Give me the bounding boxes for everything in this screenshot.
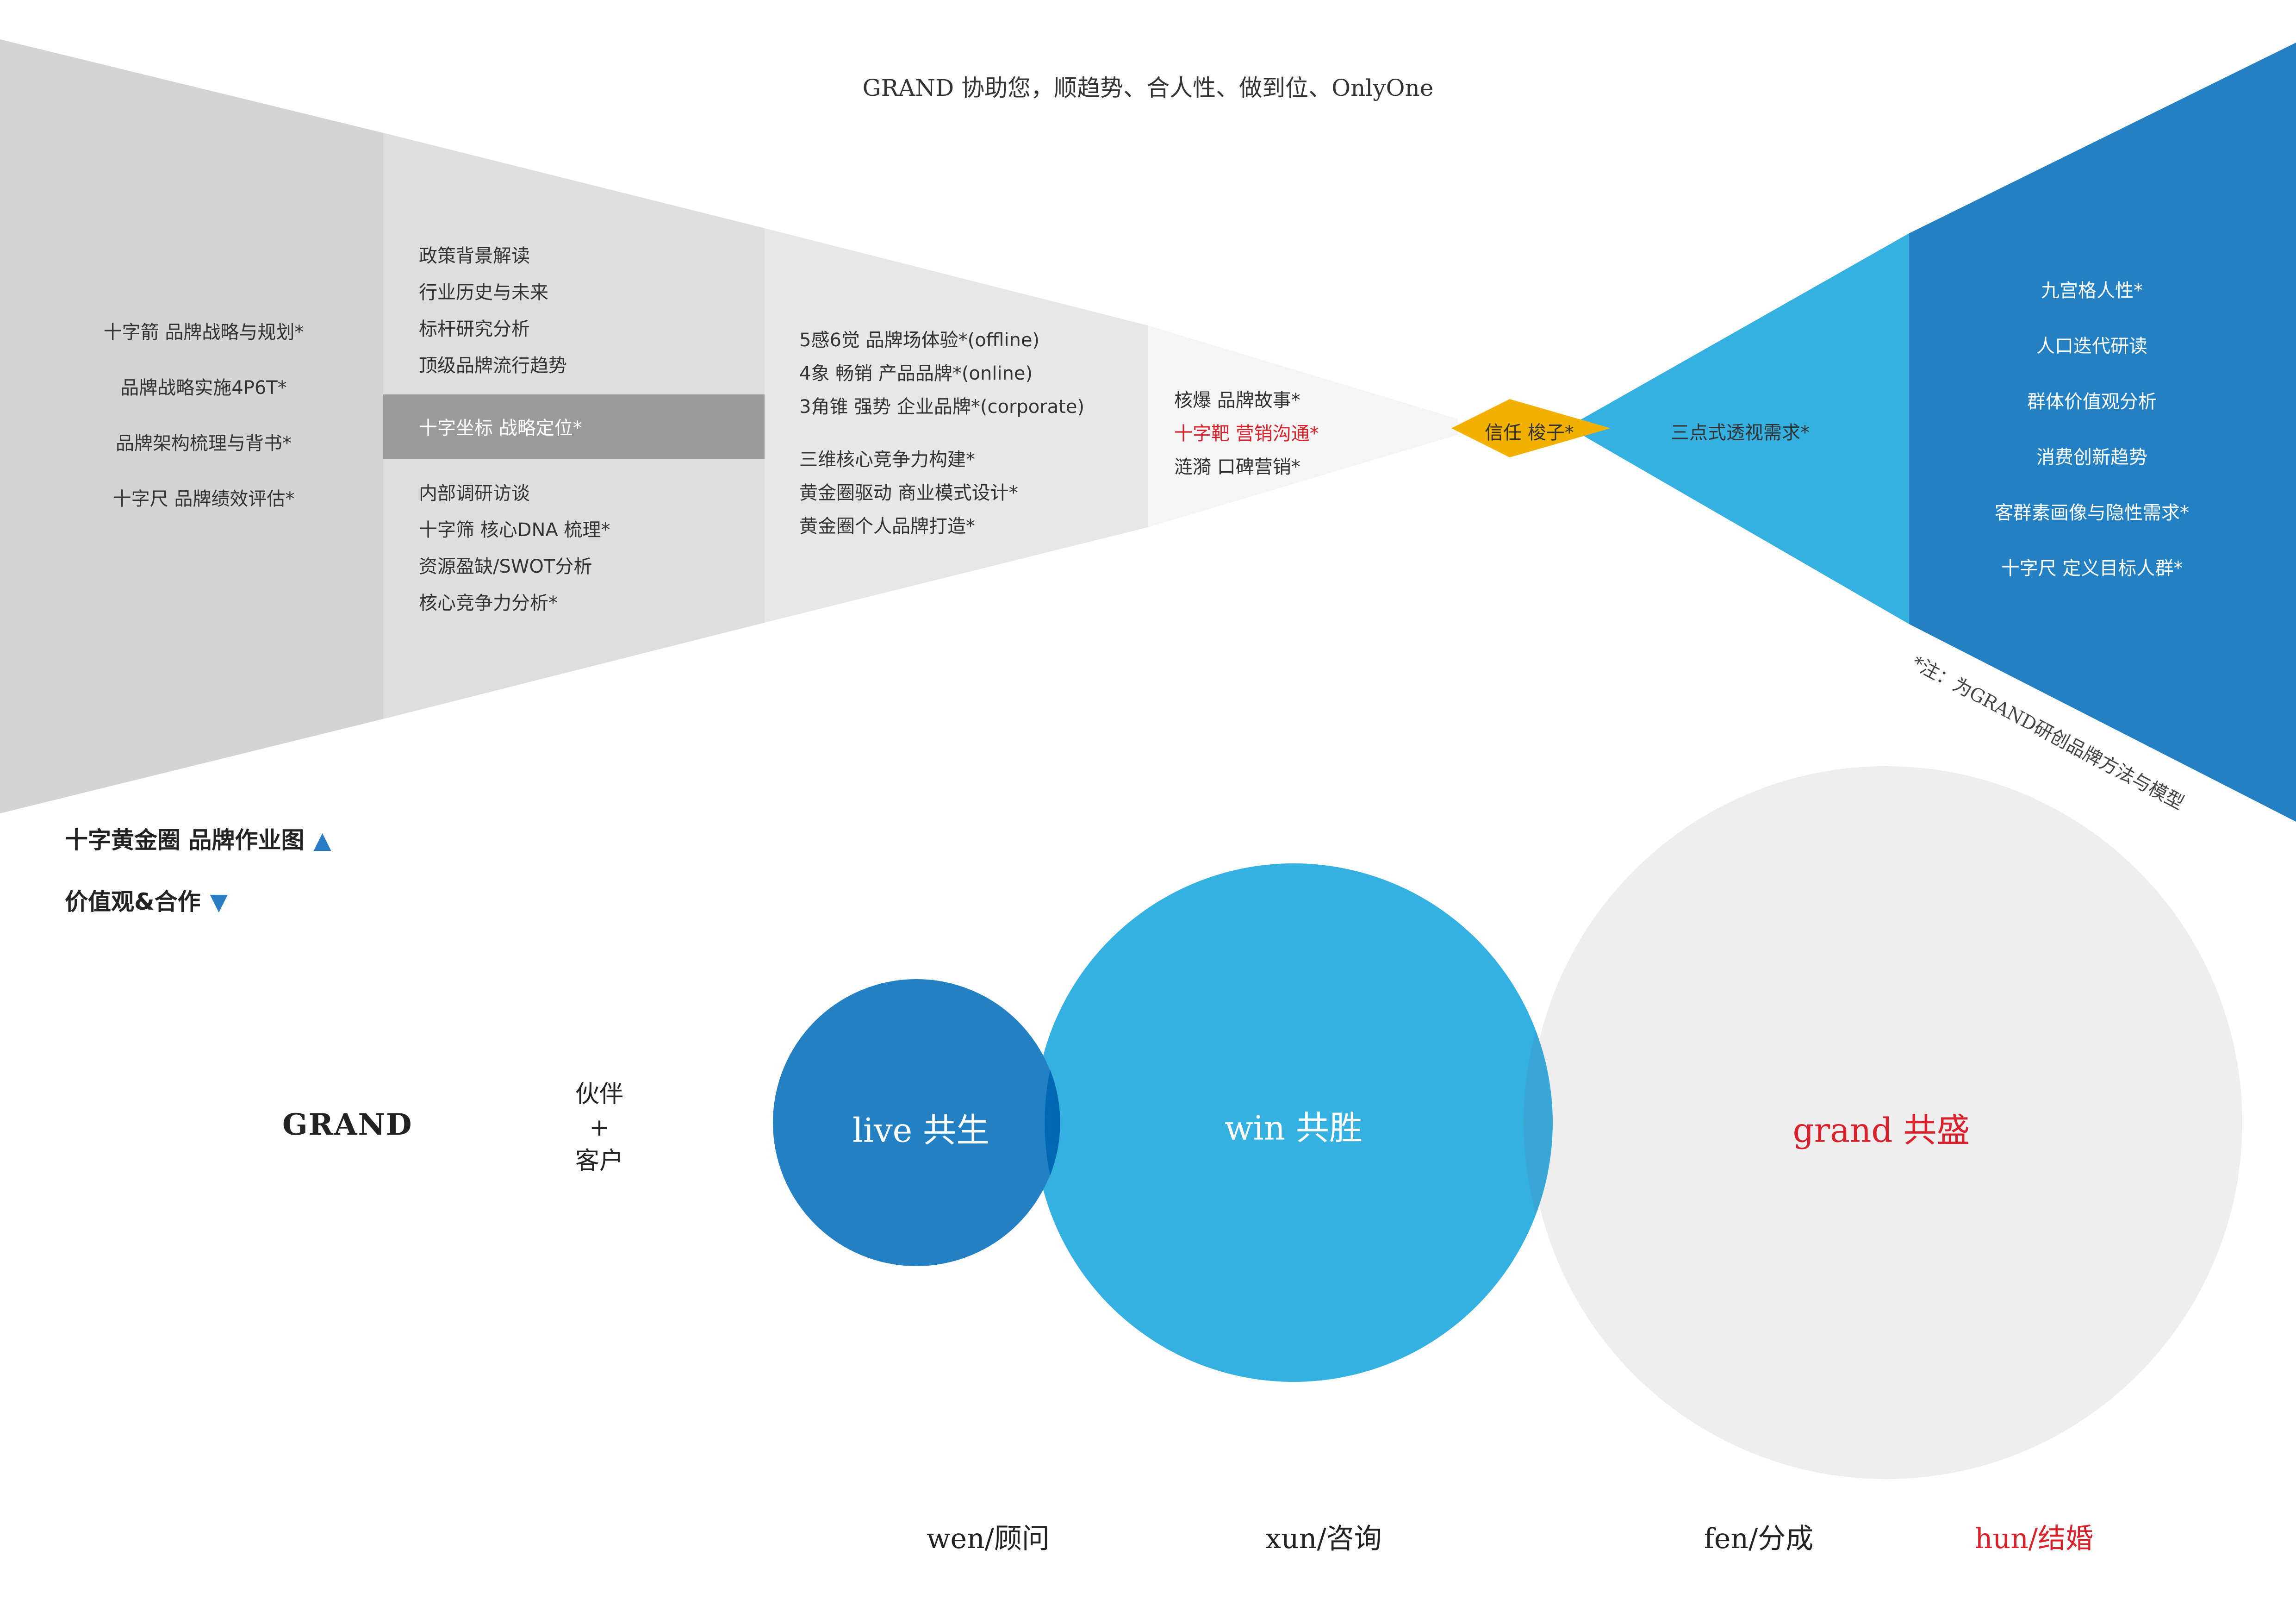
section-label-top: 十字黄金圈 品牌作业图 ▲ bbox=[65, 822, 331, 855]
three-point-needs: 三点式透视需求* bbox=[1671, 422, 1810, 443]
research-item: 资源盈缺/SWOT分析 bbox=[419, 556, 592, 577]
research-item: 政策背景解读 bbox=[419, 245, 530, 267]
brand-item: 4象 畅销 产品品牌*(online) bbox=[799, 363, 1033, 384]
funnel-band-3 bbox=[765, 228, 1148, 623]
bottom-label-hun: hun/结婚 bbox=[1974, 1523, 2094, 1555]
funnel-column-research: 政策背景解读 行业历史与未来 标杆研究分析 顶级品牌流行趋势 十字坐标 战略定位… bbox=[419, 241, 743, 614]
audience-item: 九宫格人性* bbox=[2041, 280, 2143, 301]
partner-client-stack: 伙伴 + 客户 bbox=[544, 1078, 655, 1178]
circle-live-label: live 共生 bbox=[852, 1111, 990, 1150]
section-label-bottom: 价值观&合作 ▼ bbox=[65, 883, 228, 917]
brand-item: 3角锥 强势 企业品牌*(corporate) bbox=[799, 396, 1085, 418]
audience-item: 群体价值观分析 bbox=[2027, 391, 2157, 412]
section-label-top-text: 十字黄金圈 品牌作业图 bbox=[65, 827, 305, 854]
bottom-label-xun: xun/咨询 bbox=[1265, 1523, 1382, 1555]
positioning-highlight: 十字坐标 战略定位* bbox=[419, 418, 582, 439]
brand-item: 黄金圈驱动 商业模式设计* bbox=[799, 482, 1018, 504]
overlap-win-grand bbox=[1524, 1031, 1552, 1214]
circle-grand bbox=[1530, 766, 2242, 1479]
audience-item: 客群素画像与隐性需求* bbox=[1995, 502, 2189, 524]
audience-item: 消费创新趋势 bbox=[2036, 447, 2147, 468]
funnel-band-1 bbox=[0, 39, 383, 813]
circle-win-label: win 共胜 bbox=[1225, 1108, 1363, 1148]
research-item: 十字筛 核心DNA 梳理* bbox=[419, 519, 610, 541]
bottom-label-fen: fen/分成 bbox=[1704, 1523, 1814, 1555]
partner-line: 伙伴 bbox=[575, 1081, 623, 1108]
bottom-label-wen: wen/顾问 bbox=[927, 1523, 1050, 1555]
marketing-item: 涟漪 口碑营销* bbox=[1174, 456, 1300, 478]
funnel-column-brand: 5感6觉 品牌场体验*(offline) 4象 畅销 产品品牌*(online)… bbox=[799, 325, 1132, 538]
triangle-up-icon: ▲ bbox=[313, 827, 331, 854]
grand-logo: GRAND bbox=[282, 1107, 413, 1142]
tagline: GRAND 协助您，顺趋势、合人性、做到位、OnlyOne bbox=[862, 75, 1434, 101]
research-item: 顶级品牌流行趋势 bbox=[419, 355, 567, 376]
research-item: 核心竞争力分析* bbox=[419, 593, 558, 614]
marketing-item: 核爆 品牌故事* bbox=[1174, 390, 1300, 411]
strategy-item: 品牌战略实施4P6T* bbox=[120, 377, 287, 399]
circle-live bbox=[773, 979, 1060, 1266]
funnel-band-4 bbox=[1148, 325, 1458, 527]
research-item: 标杆研究分析 bbox=[419, 319, 530, 340]
partner-line: 客户 bbox=[575, 1147, 623, 1175]
section-label-bottom-text: 价值观&合作 bbox=[65, 888, 201, 915]
audience-item: 人口迭代研读 bbox=[2036, 336, 2147, 357]
funnel-highlight-bar bbox=[383, 394, 765, 459]
strategy-item: 十字尺 品牌绩效评估* bbox=[112, 488, 295, 510]
trust-diamond-label: 信任 梭子* bbox=[1485, 422, 1574, 443]
circle-win bbox=[1034, 863, 1553, 1382]
brand-item: 三维核心竞争力构建* bbox=[799, 449, 975, 470]
funnel-column-strategy: 十字箭 品牌战略与规划* 品牌战略实施4P6T* 品牌架构梳理与背书* 十字尺 … bbox=[56, 317, 352, 521]
research-item: 内部调研访谈 bbox=[419, 483, 530, 504]
circle-grand-label: grand 共盛 bbox=[1792, 1111, 1970, 1150]
triangle-down-icon: ▼ bbox=[210, 888, 228, 915]
funnel-blue-band bbox=[1909, 43, 2296, 822]
audience-item: 十字尺 定义目标人群* bbox=[2001, 558, 2183, 579]
research-item: 行业历史与未来 bbox=[419, 282, 548, 303]
brand-item: 黄金圈个人品牌打造* bbox=[799, 516, 975, 537]
funnel-column-audience: 九宫格人性* 人口迭代研读 群体价值观分析 消费创新趋势 客群素画像与隐性需求*… bbox=[1925, 275, 2259, 581]
funnel-column-marketing: 核爆 品牌故事* 十字靶 营销沟通* 涟漪 口碑营销* bbox=[1174, 385, 1359, 478]
partner-line: + bbox=[589, 1114, 610, 1142]
funnel-cyan-band bbox=[1568, 233, 1909, 624]
brand-item: 5感6觉 品牌场体验*(offline) bbox=[799, 330, 1040, 351]
strategy-item: 十字箭 品牌战略与规划* bbox=[103, 322, 304, 343]
strategy-item: 品牌架构梳理与背书* bbox=[116, 433, 292, 454]
overlap-live-win bbox=[1045, 1070, 1060, 1175]
marketing-item-highlight: 十字靶 营销沟通* bbox=[1174, 423, 1319, 444]
trust-diamond bbox=[1451, 399, 1611, 457]
